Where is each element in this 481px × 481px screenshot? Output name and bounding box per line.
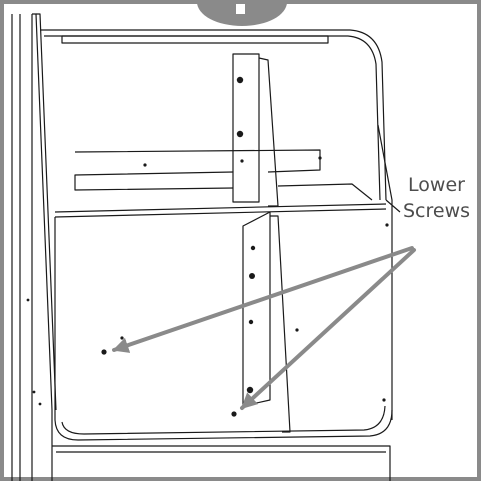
upper-screw-2: [236, 130, 244, 138]
top-rail: [61, 35, 329, 44]
upper-horizontal-bracket: [74, 149, 321, 176]
lower-back-panel: [54, 217, 393, 441]
panel-hole-1: [120, 336, 124, 340]
upper-screw-1: [236, 76, 244, 84]
lower-screw-center: [231, 411, 237, 417]
screw-holes: [26, 76, 389, 417]
step-badge-mark: [236, 4, 245, 14]
lower-bracket-screw-3: [248, 319, 254, 325]
shelf-edge: [54, 203, 387, 213]
bottom-kick-panel: [52, 445, 391, 481]
callout-arrows: [112, 246, 416, 410]
cabinet-line-art: [11, 13, 401, 481]
left-side-panel: [11, 14, 33, 481]
bracket-hole-2: [240, 159, 244, 163]
right-hole-2: [382, 398, 386, 402]
lower-bracket-screw-4: [246, 386, 254, 394]
side-hole-1: [26, 298, 30, 302]
left-panel-inner: [36, 13, 57, 411]
upper-bracket-lower-lip: [74, 175, 373, 201]
arrow-to-left-screw: [112, 246, 414, 353]
lower-divider-plate: [270, 215, 291, 433]
bracket-hole-1: [143, 163, 147, 167]
cabinet-top-rim-inner: [44, 35, 381, 201]
upper-divider-plate: [258, 57, 279, 207]
lower-bracket-screw-1: [250, 245, 256, 251]
lower-back-panel-inner: [61, 405, 386, 435]
bracket-hole-3: [318, 156, 322, 160]
lower-bracket-screw-2: [249, 273, 255, 279]
right-side-panel: [377, 124, 401, 420]
arrow-to-center-screw: [240, 248, 416, 410]
lower-screws-callout: Lower Screws: [392, 172, 481, 224]
lower-screw-left: [101, 349, 107, 355]
cabinet-top-rim: [40, 29, 387, 201]
side-hole-3: [38, 402, 42, 406]
callout-line-1: Lower: [408, 174, 465, 196]
shelf-edge-lower: [54, 208, 387, 218]
side-hole-2: [32, 390, 36, 394]
callout-line-2: Screws: [402, 200, 471, 222]
upper-divider-bracket: [232, 53, 260, 203]
panel-hole-2: [295, 328, 299, 332]
right-hole-1: [385, 223, 389, 227]
lower-divider-bracket: [242, 211, 271, 407]
